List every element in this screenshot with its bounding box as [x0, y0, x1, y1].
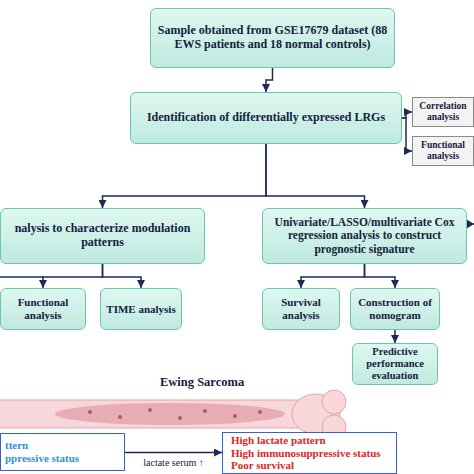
tumor-dot	[203, 409, 207, 413]
node-text: nalysis to characterize modulation patte…	[1, 222, 204, 250]
tumor-dot	[178, 416, 182, 420]
step-box: Survival analysis	[262, 288, 340, 330]
flow-arrow	[402, 112, 412, 118]
node-text: High immunosuppressive status	[231, 447, 381, 460]
node-text: ppressive status	[5, 452, 79, 465]
step-box: Functional analysis	[0, 288, 86, 330]
process-box: nalysis to characterize modulation patte…	[0, 208, 205, 264]
node-text: Functional analysis	[413, 140, 473, 162]
process-box: Univariate/LASSO/multivariate Cox regres…	[262, 208, 467, 264]
node-text: ttern	[5, 439, 28, 452]
arrow-head	[466, 219, 474, 229]
node-text: Univariate/LASSO/multivariate Cox regres…	[263, 216, 466, 256]
flow-arrow	[103, 264, 142, 288]
flow-arrow	[266, 68, 273, 92]
outcome-box: High lactate patternHigh immunosuppressi…	[222, 432, 397, 474]
flow-arrow	[394, 330, 396, 343]
tumor-dot	[258, 410, 262, 414]
illustration-label: Ewing Sarcoma	[160, 375, 244, 390]
node-text: Functional analysis	[1, 296, 85, 321]
tumor-dot	[88, 410, 92, 414]
tumor-dot	[148, 408, 152, 412]
process-box: Identification of differentially express…	[130, 92, 402, 144]
flow-arrow	[103, 144, 267, 208]
output-box: Functional analysis	[412, 136, 474, 166]
bone-knob	[322, 390, 346, 414]
process-box: Sample obtained from GSE17679 dataset (8…	[150, 8, 395, 68]
tumor-dot	[233, 414, 237, 418]
node-text: Poor survival	[231, 459, 294, 472]
step-box: Predictive performance evaluation	[352, 343, 438, 385]
outcome-box: tternppressive status	[0, 433, 125, 471]
output-box: Correlation analysis	[412, 97, 474, 127]
node-text: TIME analysis	[106, 303, 175, 316]
step-box: Construction of nomogram	[350, 288, 440, 330]
flow-arrow	[43, 264, 103, 288]
flow-arrow	[266, 144, 365, 208]
edge-label: lactate serum ↑	[143, 457, 204, 468]
node-text: Predictive performance evaluation	[353, 346, 437, 382]
flow-arrow	[365, 264, 396, 288]
node-text: Identification of differentially express…	[147, 111, 385, 125]
node-text: Sample obtained from GSE17679 dataset (8…	[151, 24, 394, 52]
tumor-region	[55, 403, 285, 425]
node-text: High lactate pattern	[231, 434, 326, 447]
step-box: TIME analysis	[100, 288, 182, 330]
node-text: Correlation analysis	[413, 101, 473, 123]
tumor-dot	[118, 415, 122, 419]
node-text: Survival analysis	[263, 296, 339, 321]
flow-arrow	[301, 264, 365, 288]
bone-shaft	[0, 400, 310, 428]
branch-line	[0, 276, 44, 278]
node-text: Construction of nomogram	[351, 296, 439, 321]
flow-arrow	[125, 452, 222, 454]
flow-arrow	[402, 118, 412, 151]
